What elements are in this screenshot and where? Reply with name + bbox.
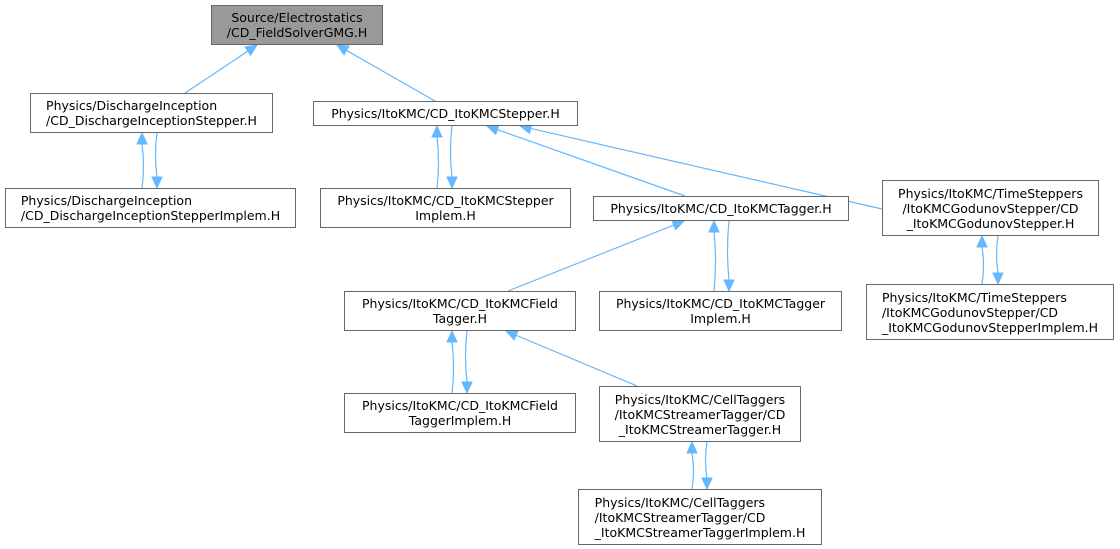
- edge-field_tagger-to-ito_tagger: [507, 224, 675, 292]
- edge-di_stepper-to-di_impl: [154, 132, 158, 178]
- arrowhead-icon: [136, 131, 148, 145]
- arrowhead-icon: [446, 176, 458, 190]
- node-discharge-inception-stepper[interactable]: Physics/DischargeInception /CD_Discharge…: [30, 93, 273, 133]
- node-itokmc-field-tagger[interactable]: Physics/ItoKMC/CD_ItoKMCField Tagger.H: [344, 291, 576, 331]
- node-label: Physics/ItoKMC/CellTaggers /ItoKMCStream…: [614, 391, 786, 437]
- arrowhead-icon: [723, 279, 735, 293]
- node-itokmc-tagger[interactable]: Physics/ItoKMC/CD_ItoKMCTagger.H: [593, 196, 849, 221]
- edge-ito_tagger-to-tagger_impl: [726, 220, 730, 281]
- node-label: Physics/ItoKMC/CD_ItoKMCTagger Implem.H: [615, 296, 826, 326]
- node-itokmc-field-tagger-implem[interactable]: Physics/ItoKMC/CD_ItoKMCField TaggerImpl…: [344, 393, 576, 433]
- node-label: Physics/DischargeInception /CD_Discharge…: [20, 193, 281, 223]
- edge-ito_stepper_impl-to-ito_stepper: [436, 136, 440, 189]
- node-itokmc-godunov-stepper[interactable]: Physics/ItoKMC/TimeSteppers /ItoKMCGodun…: [882, 180, 1099, 236]
- arrowhead-icon: [244, 44, 259, 57]
- arrowhead-icon: [461, 381, 473, 395]
- arrowhead-icon: [701, 477, 713, 491]
- node-itokmc-godunov-stepper-implem[interactable]: Physics/ItoKMC/TimeSteppers /ItoKMCGodun…: [866, 284, 1114, 340]
- node-itokmc-stepper[interactable]: Physics/ItoKMC/CD_ItoKMCStepper.H: [313, 101, 578, 126]
- arrowhead-icon: [992, 272, 1004, 286]
- node-label: Physics/DischargeInception /CD_Discharge…: [46, 98, 257, 128]
- arrowhead-icon: [504, 330, 519, 341]
- arrowhead-icon: [431, 124, 443, 138]
- edge-streamer-to-streamer_impl: [704, 441, 708, 479]
- edge-di_stepper-to-root: [184, 50, 249, 94]
- node-itokmc-stepper-implem[interactable]: Physics/ItoKMC/CD_ItoKMCStepper Implem.H: [320, 188, 571, 228]
- edge-streamer-to-field_tagger: [515, 334, 638, 387]
- edge-field_tagger-to-field_tagger_impl: [464, 330, 468, 383]
- node-label: Physics/ItoKMC/CD_ItoKMCField TaggerImpl…: [362, 398, 558, 428]
- node-itokmc-streamer-tagger[interactable]: Physics/ItoKMC/CellTaggers /ItoKMCStream…: [599, 386, 801, 442]
- arrowhead-icon: [335, 44, 350, 56]
- arrowhead-icon: [686, 440, 698, 454]
- node-label: Physics/ItoKMC/CellTaggers /ItoKMCStream…: [594, 494, 806, 540]
- node-root-cd-fieldsolvergmg[interactable]: Source/Electrostatics /CD_FieldSolverGMG…: [211, 5, 383, 45]
- node-label: Physics/ItoKMC/CD_ItoKMCStepper.H: [331, 106, 560, 121]
- edge-tagger_impl-to-ito_tagger: [713, 231, 717, 292]
- node-itokmc-streamer-tagger-implem[interactable]: Physics/ItoKMC/CellTaggers /ItoKMCStream…: [578, 489, 822, 545]
- edge-godunov-to-ito_stepper: [530, 127, 883, 210]
- node-label: Physics/ItoKMC/CD_ItoKMCTagger.H: [610, 201, 832, 216]
- edge-field_tagger_impl-to-field_tagger: [451, 341, 455, 394]
- edge-di_impl-to-di_stepper: [141, 143, 145, 189]
- node-discharge-inception-stepper-implem[interactable]: Physics/DischargeInception /CD_Discharge…: [5, 188, 296, 228]
- edge-godunov_impl-to-godunov: [981, 246, 985, 285]
- node-itokmc-tagger-implem[interactable]: Physics/ItoKMC/CD_ItoKMCTagger Implem.H: [599, 291, 842, 331]
- edge-ito_stepper-to-root: [346, 49, 436, 102]
- arrowhead-icon: [671, 219, 686, 231]
- edge-ito_tagger-to-ito_stepper: [497, 129, 686, 197]
- arrowhead-icon: [976, 234, 988, 248]
- edge-streamer_impl-to-streamer: [691, 452, 695, 490]
- arrowhead-icon: [708, 219, 720, 233]
- arrowhead-icon: [151, 176, 163, 190]
- arrowhead-icon: [446, 329, 458, 343]
- node-label: Physics/ItoKMC/TimeSteppers /ItoKMCGodun…: [898, 185, 1083, 231]
- edge-ito_stepper-to-ito_stepper_impl: [449, 125, 453, 178]
- edge-godunov-to-godunov_impl: [995, 235, 999, 274]
- node-label: Source/Electrostatics /CD_FieldSolverGMG…: [226, 10, 368, 40]
- arrowhead-icon: [485, 124, 500, 136]
- node-label: Physics/ItoKMC/CD_ItoKMCField Tagger.H: [362, 296, 558, 326]
- node-label: Physics/ItoKMC/TimeSteppers /ItoKMCGodun…: [881, 289, 1099, 335]
- node-label: Physics/ItoKMC/CD_ItoKMCStepper Implem.H: [337, 193, 554, 223]
